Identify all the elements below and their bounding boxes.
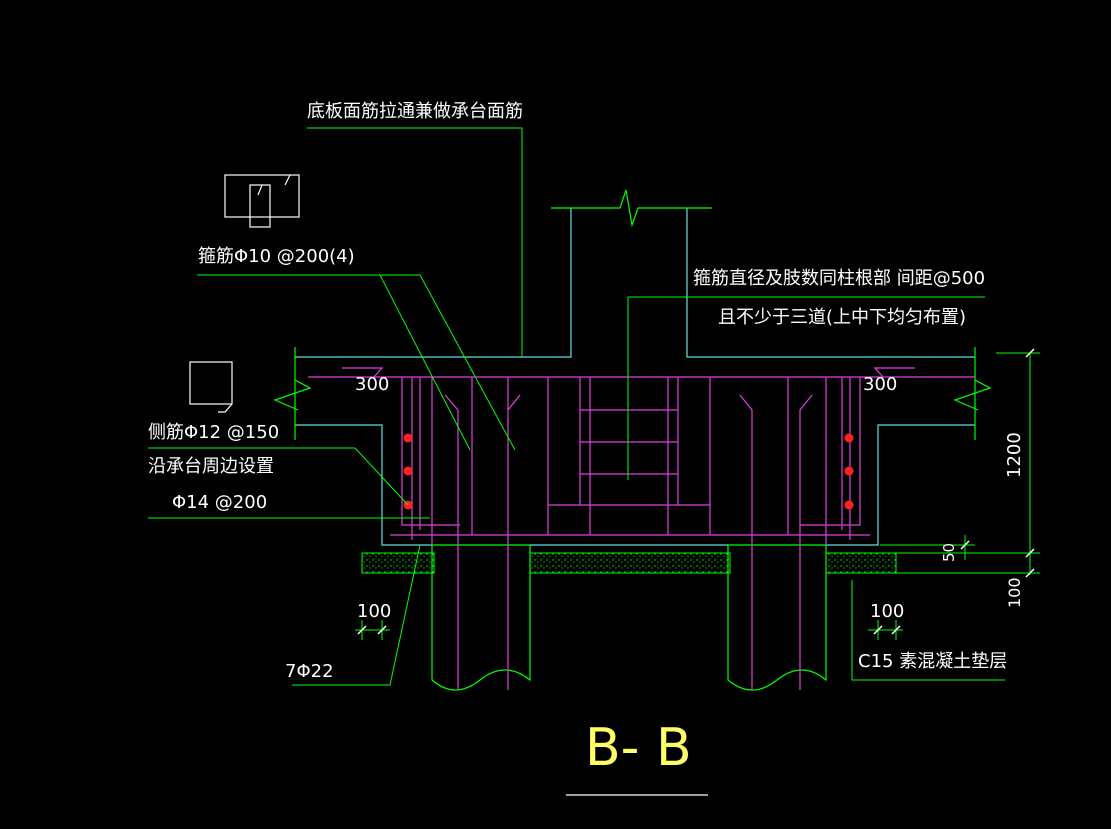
side-bar-symbol — [189, 361, 233, 413]
dim-right-bottom: 100 — [870, 601, 904, 622]
cap-outline — [295, 208, 975, 546]
stirrup-label: 箍筋Φ10 @200(4) — [198, 246, 355, 267]
dimension-lines — [355, 352, 1040, 640]
dim-gap: 50 — [940, 543, 958, 562]
side-bar-label-2: 沿承台周边设置 — [148, 456, 274, 477]
side-bar-label-3: Φ14 @200 — [172, 492, 267, 513]
reinforcement-bars — [308, 367, 975, 690]
dim-height: 1200 — [1004, 432, 1025, 478]
side-bar-dot — [403, 466, 413, 476]
side-bar-dot — [844, 466, 854, 476]
cushion-label: C15 素混凝土垫层 — [858, 651, 1007, 672]
pile-right — [727, 544, 827, 691]
dim-left-bottom: 100 — [357, 601, 391, 622]
column-note-label-2: 且不少于三道(上中下均匀布置) — [718, 307, 966, 328]
pile-left — [431, 544, 531, 691]
side-bar-dot — [844, 500, 854, 510]
cushion-layer-left — [361, 552, 435, 574]
dim-cushion-thk: 100 — [1005, 577, 1024, 608]
cushion-layer-middle — [529, 552, 731, 574]
side-bar-dot — [403, 433, 413, 443]
stirrup-symbol — [224, 174, 300, 228]
dim-right-top: 300 — [863, 374, 897, 395]
bottom-bar-label: 7Φ22 — [285, 661, 334, 682]
side-bar-label-1: 侧筋Φ12 @150 — [148, 422, 279, 443]
side-bar-dot — [844, 433, 854, 443]
cushion-layer-right — [825, 552, 897, 574]
column-break-line — [273, 189, 992, 440]
section-title: B- B — [585, 718, 692, 778]
dimension-ticks — [357, 348, 1035, 635]
dim-left-top: 300 — [355, 374, 389, 395]
top-note-label: 底板面筋拉通兼做承台面筋 — [307, 101, 523, 122]
column-note-label-1: 箍筋直径及肢数同柱根部 间距@500 — [693, 268, 985, 289]
leader-lines — [148, 127, 1005, 686]
